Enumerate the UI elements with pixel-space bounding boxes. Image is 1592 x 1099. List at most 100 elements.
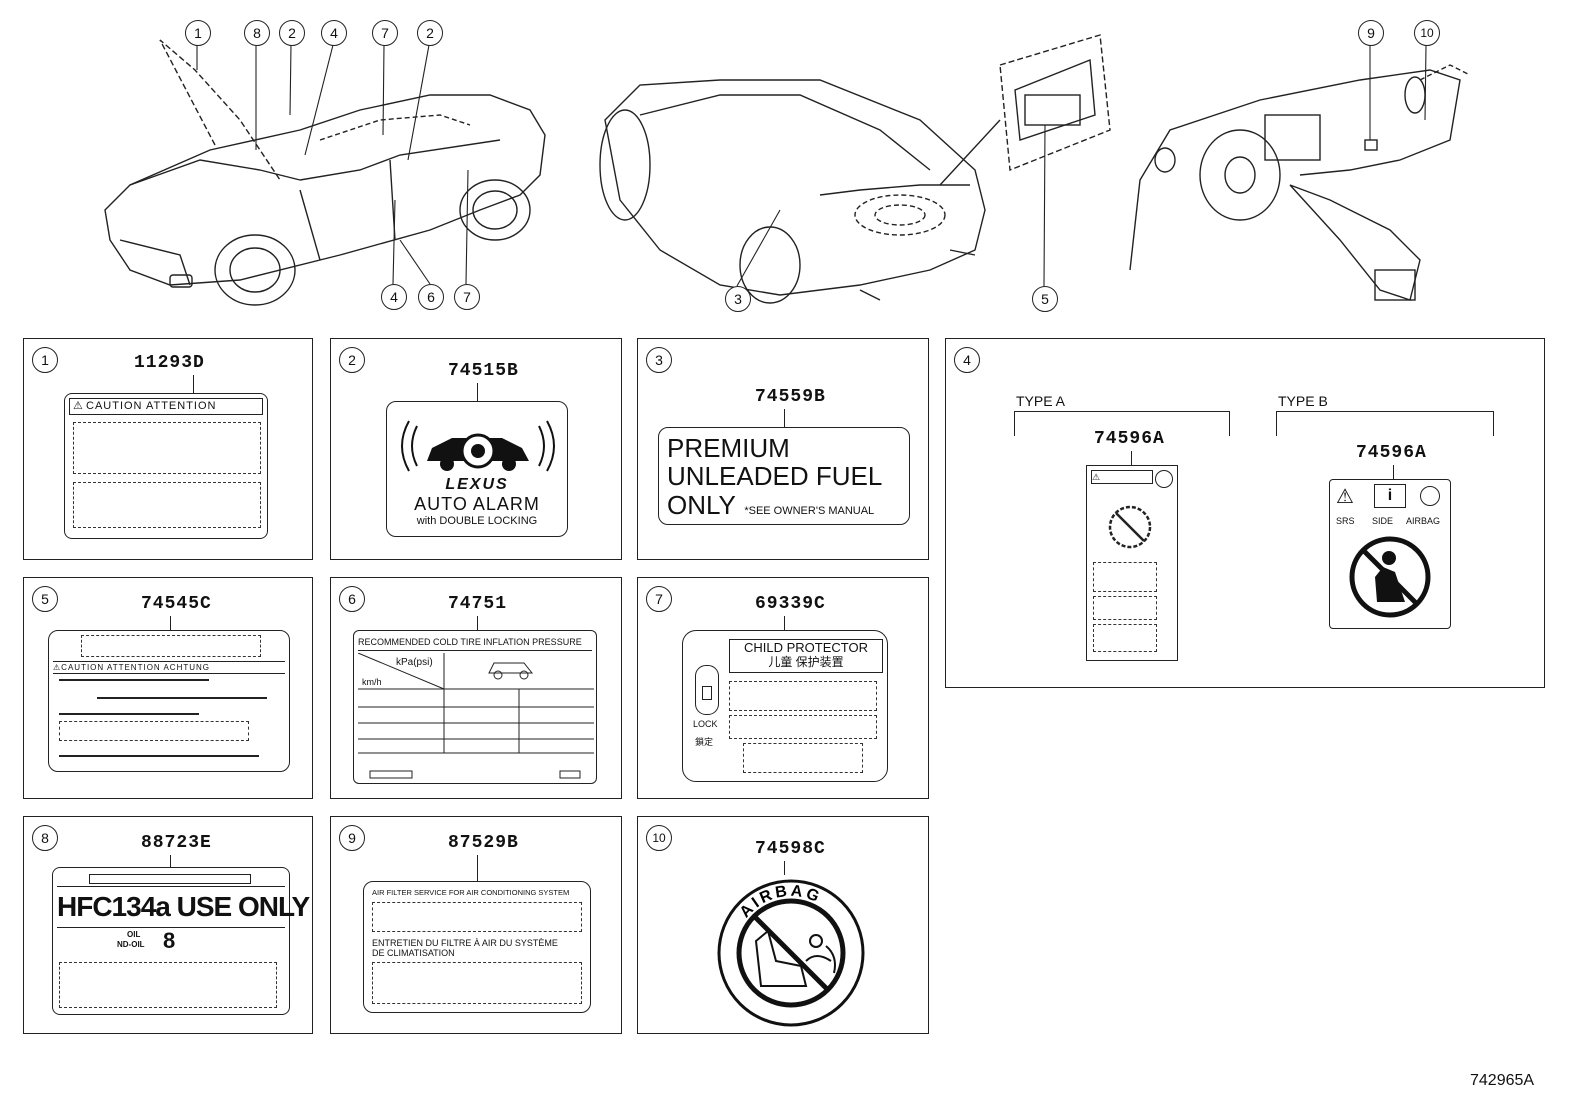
callout-4b: 4 bbox=[381, 284, 407, 310]
leader-line bbox=[1131, 451, 1132, 465]
leader-line bbox=[477, 616, 478, 630]
panel-5: 5 74545C ⚠CAUTION ATTENTION ACHTUNG bbox=[23, 577, 313, 799]
part-code-a: 74596A bbox=[1094, 429, 1165, 449]
callout-7: 7 bbox=[372, 20, 398, 46]
owners-manual-note: *SEE OWNER'S MANUAL bbox=[744, 505, 875, 517]
srs-text: SRS bbox=[1336, 516, 1355, 526]
text-block bbox=[1093, 562, 1157, 592]
no-occupant-icon bbox=[1349, 536, 1431, 618]
panel-2: 2 74515B LEXUS AUTO ALARM with DOUBLE LO… bbox=[330, 338, 622, 560]
panel-9: 9 87529B AIR FILTER SERVICE FOR AIR COND… bbox=[330, 816, 622, 1034]
panel-3: 3 74559B PREMIUM UNLEADED FUEL ONLY *SEE… bbox=[637, 338, 929, 560]
part-code: 88723E bbox=[141, 833, 212, 853]
unit-kpa: kPa(psi) bbox=[396, 657, 433, 668]
tire-title: RECOMMENDED COLD TIRE INFLATION PRESSURE bbox=[358, 637, 592, 651]
oil-type-text: ND-OIL bbox=[117, 940, 145, 949]
text-block bbox=[372, 902, 582, 932]
alarm-line-1: AUTO ALARM bbox=[414, 494, 540, 514]
callout-8: 8 bbox=[244, 20, 270, 46]
air-filter-en: AIR FILTER SERVICE FOR AIR CONDITIONING … bbox=[372, 888, 570, 897]
oil-number: 8 bbox=[163, 928, 176, 953]
alarm-car-icon bbox=[401, 420, 555, 472]
lexus-logo: LEXUS bbox=[445, 476, 509, 493]
text-block bbox=[73, 482, 261, 528]
type-b-sticker: ⚠ i SRS SIDE AIRBAG bbox=[1329, 479, 1451, 629]
text-block bbox=[743, 743, 863, 773]
panel-number: 7 bbox=[646, 586, 672, 612]
text-bar bbox=[97, 697, 267, 699]
text-block bbox=[81, 635, 261, 657]
leader-line bbox=[784, 861, 785, 875]
caution-label: ⚠CAUTION ATTENTION ACHTUNG bbox=[48, 630, 290, 772]
leader-line bbox=[784, 616, 785, 630]
callout-7b: 7 bbox=[454, 284, 480, 310]
fuel-line-2: UNLEADED FUEL bbox=[667, 461, 883, 491]
panel-6: 6 74751 RECOMMENDED COLD TIRE INFLATION … bbox=[330, 577, 622, 799]
part-code: 74598C bbox=[755, 839, 826, 859]
car-illustrations bbox=[104, 34, 1471, 306]
auto-alarm-label: LEXUS AUTO ALARM with DOUBLE LOCKING bbox=[386, 401, 568, 537]
callout-2: 2 bbox=[279, 20, 305, 46]
text-bar bbox=[59, 755, 259, 757]
fuel-line-3: ONLY bbox=[667, 490, 736, 520]
text-block bbox=[1093, 596, 1157, 620]
text-bar bbox=[59, 679, 209, 681]
leader-line bbox=[170, 616, 171, 630]
text-bar bbox=[59, 713, 199, 715]
panel-10: 10 74598C AIRBAG bbox=[637, 816, 929, 1034]
part-code: 74559B bbox=[755, 387, 826, 407]
callout-4: 4 bbox=[321, 20, 347, 46]
bracket-a bbox=[1014, 411, 1230, 436]
leader-line bbox=[477, 855, 478, 881]
part-code: 74515B bbox=[448, 361, 519, 381]
child-protector-title: CHILD PROTECTOR 儿童 保护装置 bbox=[729, 639, 883, 673]
unit-kmh: km/h bbox=[362, 677, 382, 687]
type-b-label: TYPE B bbox=[1278, 393, 1328, 409]
warning-triangle-icon: ⚠ bbox=[1336, 486, 1354, 508]
air-filter-fr-2: DE CLIMATISATION bbox=[372, 948, 455, 958]
panel-number: 2 bbox=[339, 347, 365, 373]
tire-table bbox=[357, 653, 594, 779]
part-code-b: 74596A bbox=[1356, 443, 1427, 463]
text-block bbox=[59, 721, 249, 741]
text-block bbox=[59, 962, 277, 1008]
fuel-line-1: PREMIUM bbox=[667, 433, 790, 463]
top-bar bbox=[89, 874, 251, 884]
bracket-b bbox=[1276, 411, 1494, 436]
panel-7: 7 69339C CHILD PROTECTOR 儿童 保护装置 LOCK 鎖定 bbox=[637, 577, 929, 799]
circle-icon bbox=[1420, 486, 1440, 506]
callout-1: 1 bbox=[185, 20, 211, 46]
lock-cn-text: 鎖定 bbox=[695, 737, 714, 747]
air-filter-fr-1: ENTRETIEN DU FILTRE À AIR DU SYSTÈME bbox=[372, 938, 558, 948]
panel-1: 1 11293D ⚠ CAUTION ATTENTION bbox=[23, 338, 313, 560]
oil-text: OIL bbox=[127, 930, 141, 939]
panel-number: 1 bbox=[32, 347, 58, 373]
panel-number: 6 bbox=[339, 586, 365, 612]
caution-header: ⚠CAUTION ATTENTION ACHTUNG bbox=[53, 661, 285, 674]
leader-line bbox=[170, 855, 171, 867]
panel-4: 4 TYPE A TYPE B 74596A 74596A ⚠ ⚠ i SRS … bbox=[945, 338, 1545, 688]
warning-triangle-icon: ⚠ bbox=[1091, 470, 1153, 484]
lock-switch-icon bbox=[695, 665, 719, 715]
part-code: 74545C bbox=[141, 594, 212, 614]
text-block bbox=[729, 681, 877, 711]
air-filter-label: AIR FILTER SERVICE FOR AIR CONDITIONING … bbox=[363, 881, 591, 1013]
manual-icon: i bbox=[1374, 484, 1406, 508]
panel-number: 10 bbox=[646, 825, 672, 851]
caution-header: ⚠ CAUTION ATTENTION bbox=[69, 398, 263, 415]
fuel-label: PREMIUM UNLEADED FUEL ONLY *SEE OWNER'S … bbox=[658, 427, 910, 525]
figure-id: 742965A bbox=[1470, 1072, 1535, 1089]
airbag-text: AIRBAG bbox=[1406, 516, 1441, 526]
callout-9: 9 bbox=[1358, 20, 1384, 46]
refrigerant-label: HFC134a USE ONLY OIL ND-OIL 8 bbox=[52, 867, 310, 1015]
callout-3: 3 bbox=[725, 286, 751, 312]
refrigerant-main: HFC134a USE ONLY bbox=[57, 886, 310, 928]
warning-triangle-icon: ⚠ bbox=[73, 400, 84, 412]
text-block bbox=[73, 422, 261, 474]
panel-number: 3 bbox=[646, 347, 672, 373]
side-text: SIDE bbox=[1372, 516, 1394, 526]
panel-number: 9 bbox=[339, 825, 365, 851]
type-a-sticker: ⚠ bbox=[1086, 465, 1178, 661]
leader-line bbox=[1393, 465, 1394, 479]
leader-line bbox=[784, 409, 785, 427]
